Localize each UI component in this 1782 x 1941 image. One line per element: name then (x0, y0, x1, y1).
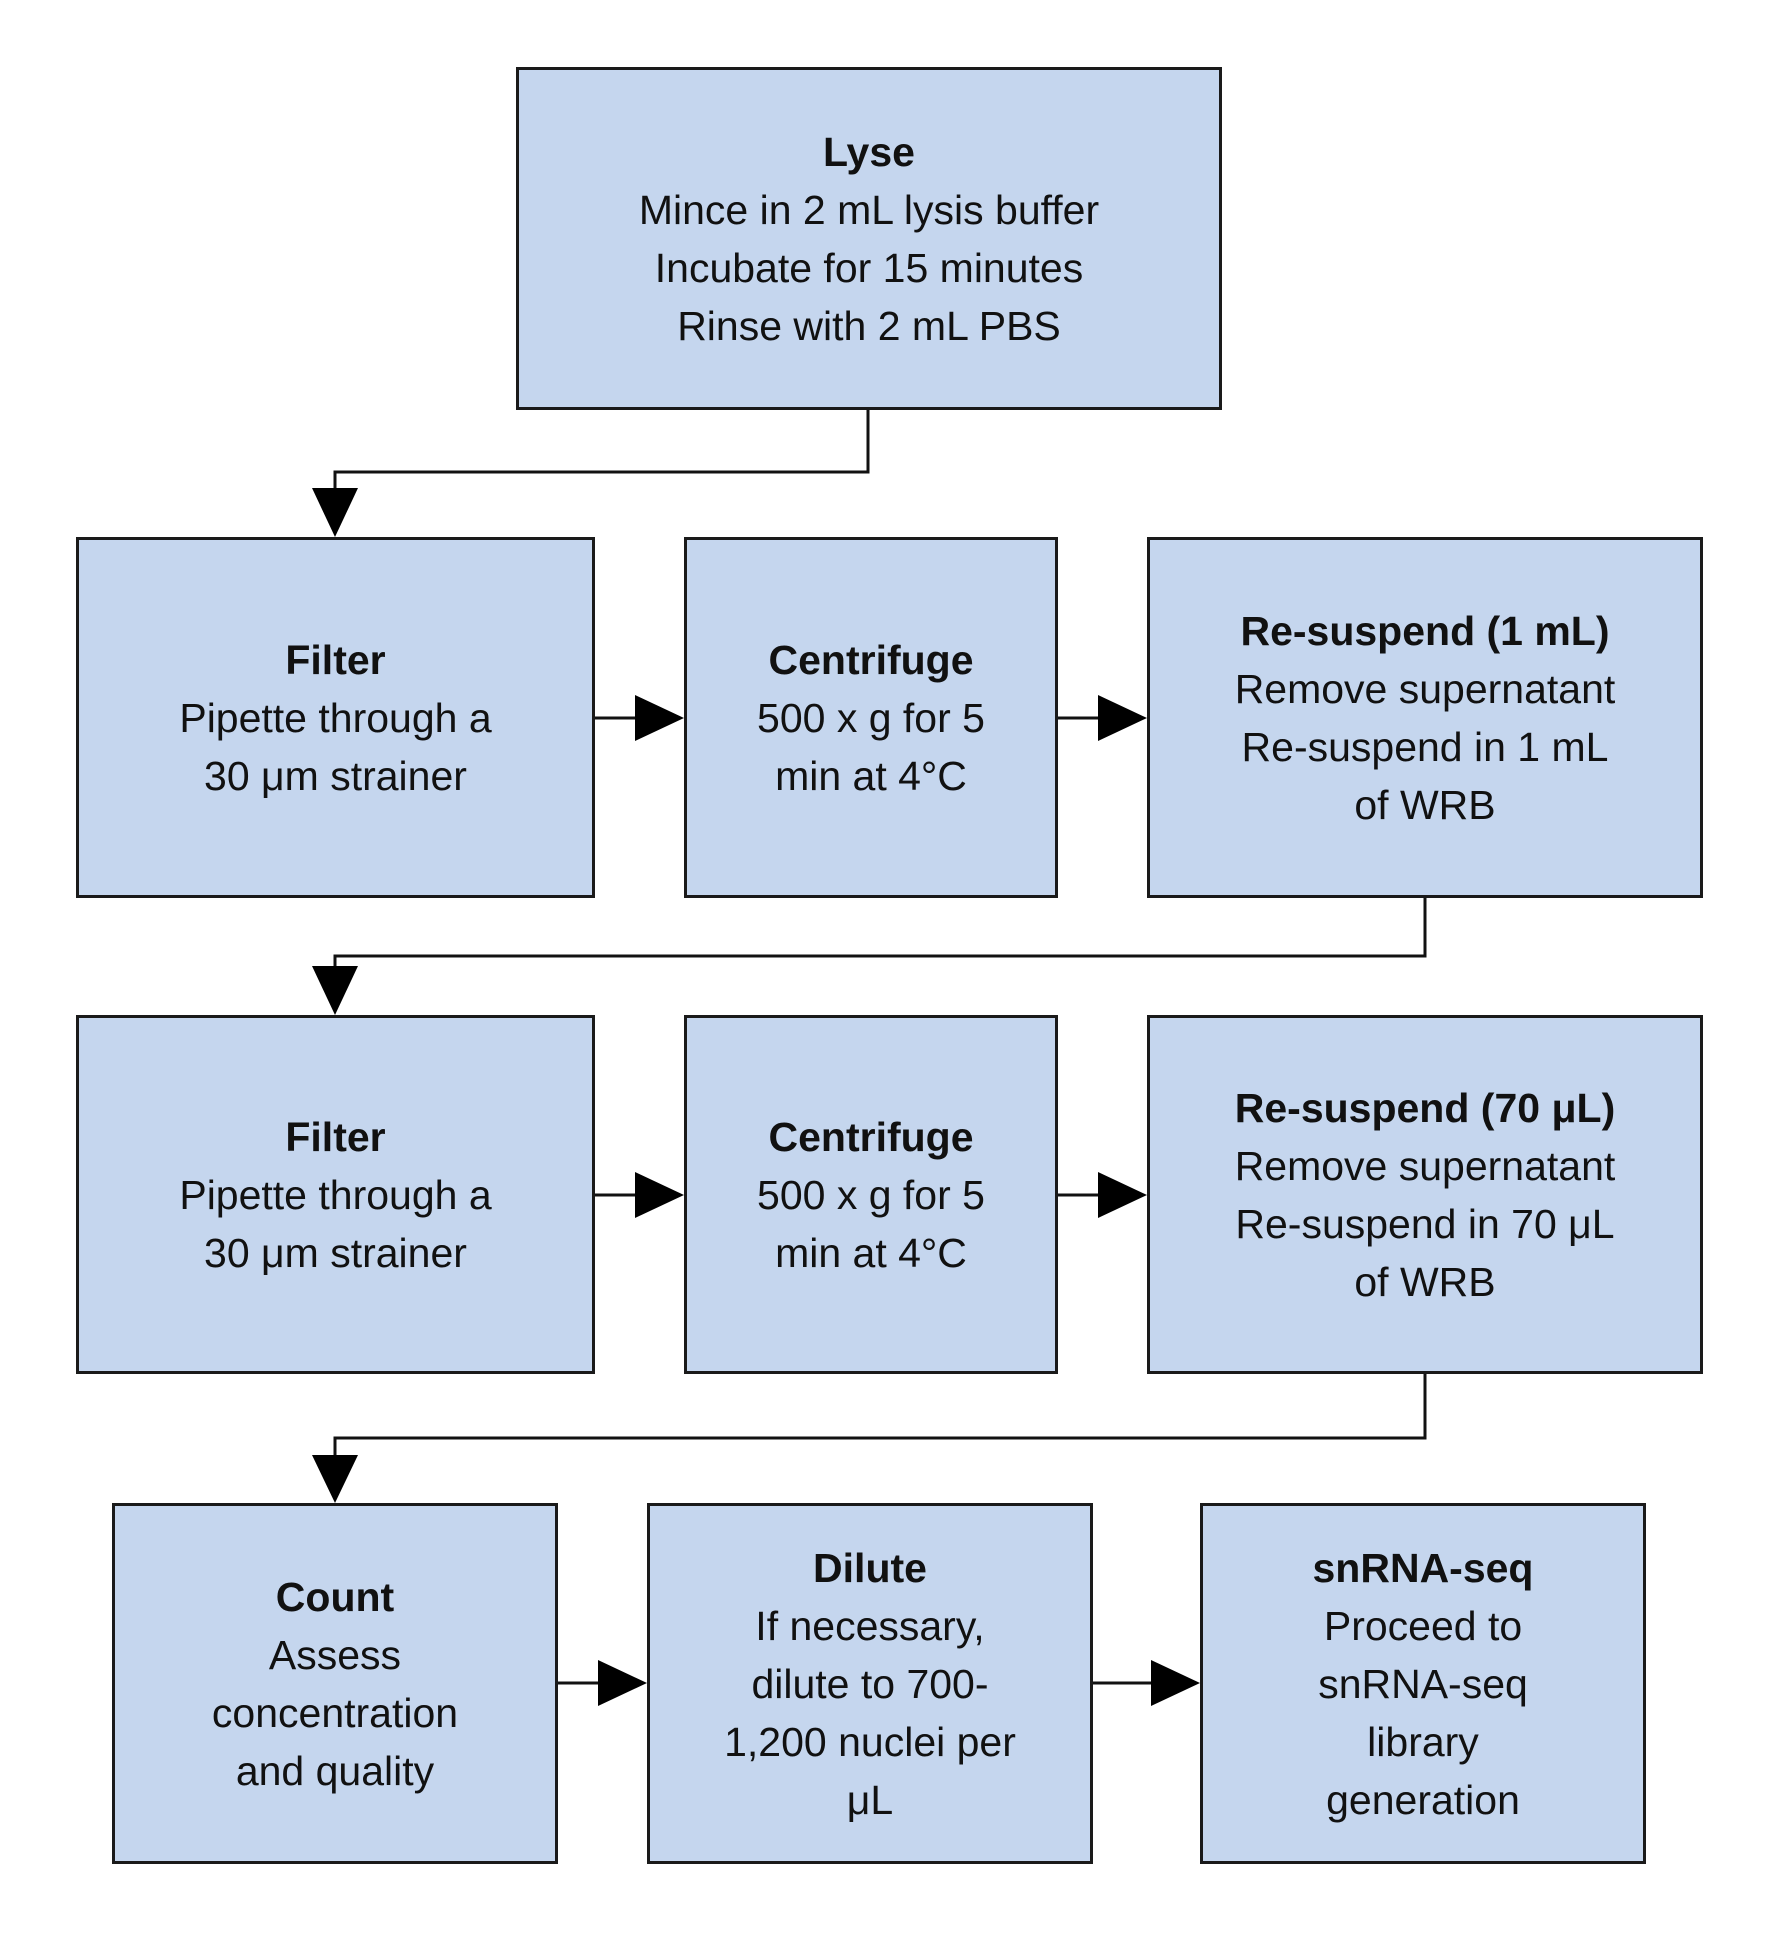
step-description: Proceed to snRNA-seq library generation (1318, 1602, 1528, 1823)
step-description: Assess concentration and quality (211, 1631, 459, 1794)
arrowhead-down-icon (312, 488, 358, 537)
step-description: Pipette through a 30 μm strainer (179, 1171, 492, 1276)
step-title: Lyse (823, 128, 915, 175)
connector-resuspend1-to-filter2 (333, 898, 1427, 968)
step-title: Filter (285, 1113, 386, 1160)
arrowhead-right-icon (635, 1172, 684, 1218)
step-description: Pipette through a 30 μm strainer (179, 694, 492, 799)
arrowhead-down-icon (312, 966, 358, 1015)
step-resuspend-1ml: Re-suspend (1 mL) Remove supernatant Re-… (1147, 537, 1703, 898)
step-description: 500 x g for 5 min at 4°C (757, 1171, 985, 1276)
step-count: Count Assess concentration and quality (112, 1503, 558, 1864)
step-filter-1: Filter Pipette through a 30 μm strainer (76, 537, 595, 898)
step-snrnaseq: snRNA-seq Proceed to snRNA-seq library g… (1200, 1503, 1646, 1864)
arrowhead-right-icon (1151, 1660, 1200, 1706)
step-title: Count (275, 1573, 395, 1620)
arrowhead-down-icon (312, 1455, 358, 1503)
step-title: Dilute (813, 1544, 927, 1591)
arrowhead-right-icon (1098, 1172, 1147, 1218)
step-title: Centrifuge (768, 636, 974, 683)
step-lyse: Lyse Mince in 2 mL lysis buffer Incubate… (516, 67, 1222, 410)
step-description: If necessary, dilute to 700- 1,200 nucle… (724, 1602, 1016, 1823)
step-resuspend-70ul: Re-suspend (70 μL) Remove supernatant Re… (1147, 1015, 1703, 1374)
step-title: Re-suspend (1 mL) (1240, 607, 1610, 654)
step-description: 500 x g for 5 min at 4°C (757, 694, 985, 799)
step-dilute: Dilute If necessary, dilute to 700- 1,20… (647, 1503, 1093, 1864)
arrowhead-right-icon (1098, 695, 1147, 741)
step-title: Filter (285, 636, 386, 683)
arrowhead-right-icon (598, 1660, 647, 1706)
arrowhead-right-icon (635, 695, 684, 741)
step-title: snRNA-seq (1312, 1544, 1534, 1591)
connector-lyse-to-filter1 (333, 410, 870, 490)
step-title: Re-suspend (70 μL) (1234, 1084, 1616, 1131)
step-centrifuge-1: Centrifuge 500 x g for 5 min at 4°C (684, 537, 1058, 898)
step-centrifuge-2: Centrifuge 500 x g for 5 min at 4°C (684, 1015, 1058, 1374)
step-title: Centrifuge (768, 1113, 974, 1160)
connector-resuspend2-to-count (333, 1374, 1427, 1457)
step-filter-2: Filter Pipette through a 30 μm strainer (76, 1015, 595, 1374)
step-description: Mince in 2 mL lysis buffer Incubate for … (638, 186, 1100, 349)
step-description: Remove supernatant Re-suspend in 70 μL o… (1234, 1142, 1616, 1305)
step-description: Remove supernatant Re-suspend in 1 mL of… (1234, 665, 1616, 828)
